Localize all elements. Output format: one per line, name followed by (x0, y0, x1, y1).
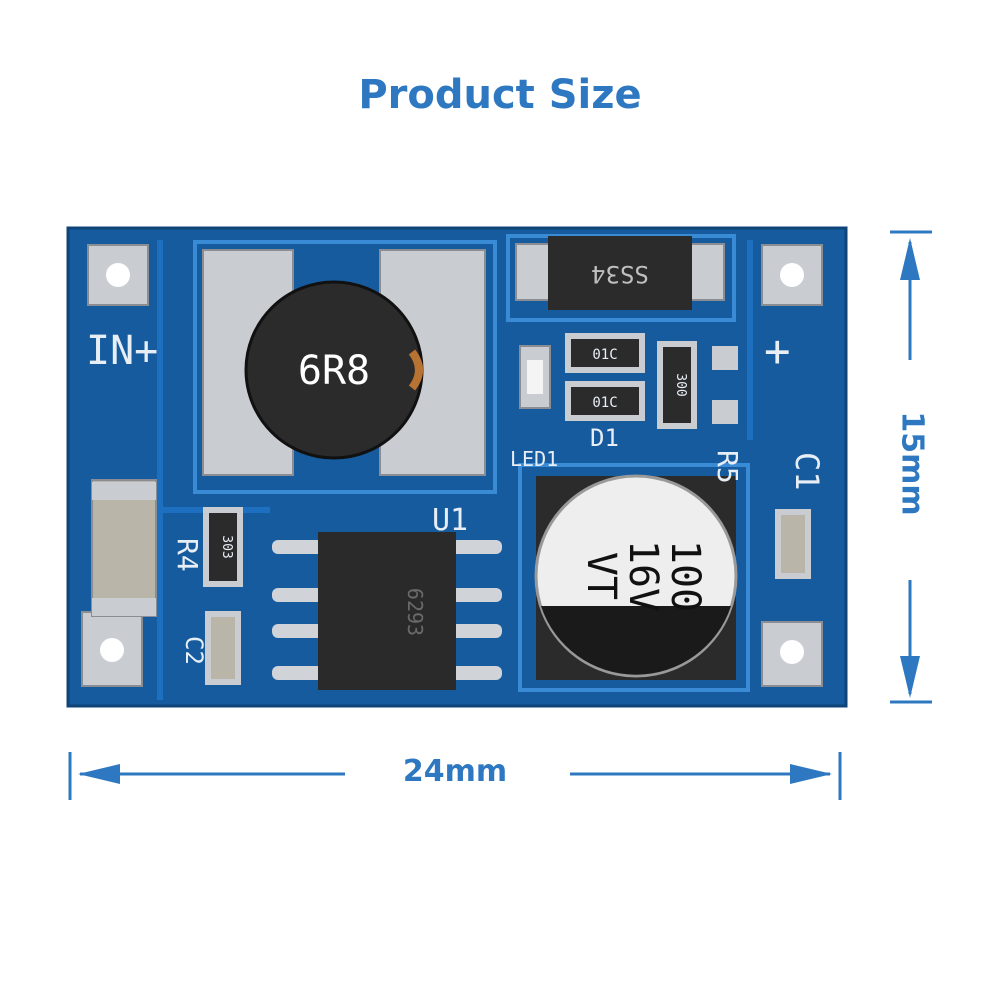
silk-c2: C2 (180, 636, 208, 665)
silk-u1: U1 (432, 503, 468, 538)
pad-out-minus (761, 621, 823, 687)
arrowhead-left-icon (78, 764, 120, 784)
resistor-r4-marking: 303 (219, 535, 234, 558)
height-label: 15mm (894, 411, 930, 516)
capacitor-left (91, 479, 157, 617)
resistor-bottom: 01C (565, 381, 645, 421)
resistor-r5-marking: 300 (673, 373, 688, 396)
inductor: 6R8 (202, 249, 486, 476)
resistor-bottom-marking: 01C (592, 395, 617, 411)
arrowhead-up-icon (900, 238, 920, 280)
capacitor-marking-series: VT (578, 552, 624, 600)
width-label: 24mm (402, 754, 508, 789)
capacitor-c2 (205, 611, 241, 685)
pad-out-plus (761, 244, 823, 306)
diode-marking: SS34 (591, 260, 649, 288)
ic-u1: 6293 (272, 532, 502, 690)
resistor-top-marking: 01C (592, 347, 617, 363)
pad-in-minus (81, 611, 143, 687)
page-title: Product Size (358, 72, 642, 118)
capacitor-marking-voltage: 16V (620, 540, 666, 612)
resistor-top: 01C (565, 333, 645, 373)
capacitor-electrolytic: 100 16V VT (534, 474, 738, 680)
capacitor-marking-value: 100 (662, 540, 708, 612)
resistor-r5: 300 (657, 341, 697, 429)
silk-c1: C1 (788, 452, 826, 491)
silk-r4: R4 (171, 538, 204, 572)
capacitor-c1 (775, 509, 811, 579)
width-dimension (68, 752, 842, 800)
silk-r5: R5 (711, 450, 744, 484)
silk-out-plus: + (764, 326, 791, 377)
resistor-r4: 303 (203, 507, 243, 587)
pcb-board: 6R8 SS34 01C 01C 300 (66, 226, 848, 708)
diode: SS34 (515, 236, 725, 310)
ic-marking: 6293 (403, 588, 427, 636)
arrowhead-right-icon (790, 764, 832, 784)
pads-right (712, 346, 738, 424)
arrowhead-down-icon (900, 656, 920, 698)
silk-d1: D1 (590, 424, 619, 452)
height-dimension (890, 230, 932, 704)
inductor-marking: 6R8 (298, 348, 370, 394)
led (519, 345, 551, 409)
pad-in-plus (87, 244, 149, 306)
silk-led1: LED1 (510, 447, 558, 471)
silk-in-plus: IN+ (86, 328, 158, 374)
